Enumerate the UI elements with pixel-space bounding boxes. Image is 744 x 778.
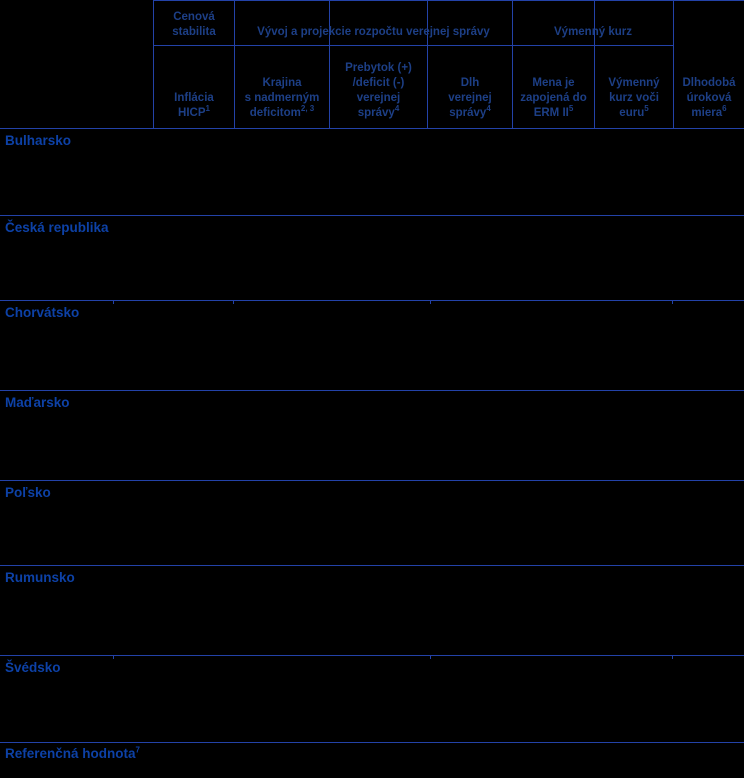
row-separator: [0, 215, 744, 216]
header-column-line: [512, 0, 513, 128]
row-label-bulgaria: Bulharsko: [5, 133, 72, 148]
group-header-price-stability: Cenová stabilita: [154, 0, 234, 45]
tick-mark: [113, 301, 114, 304]
footnote-ref: 7: [135, 745, 140, 755]
group-header-label: Výmenný kurz: [554, 26, 632, 38]
footnote-ref: 2, 3: [300, 104, 315, 114]
column-header-hicp-inflation: Inflácia HICP1: [154, 45, 234, 128]
column-header-erm2-membership: Mena je zapojená do ERM II5: [513, 45, 594, 128]
row-separator: [0, 655, 744, 656]
header-row-divider: [153, 45, 673, 46]
row-separator: [0, 390, 744, 391]
tick-mark: [113, 656, 114, 659]
column-header-label: Mena je zapojená do ERM II: [520, 77, 587, 119]
footnote-ref: 4: [486, 104, 491, 114]
row-label-poland: Poľsko: [5, 485, 51, 500]
row-label-hungary: Maďarsko: [5, 395, 70, 410]
column-header-government-debt: Dlh verejnej správy4: [428, 45, 512, 128]
column-header-exchange-rate-vs-euro: Výmenný kurz voči euru5: [595, 45, 673, 128]
row-label-reference-value: Referenčná hodnota7: [5, 745, 140, 761]
tick-mark: [430, 656, 431, 659]
header-column-line: [673, 0, 674, 128]
footnote-ref: 4: [394, 104, 400, 114]
row-label-sweden: Švédsko: [5, 660, 61, 675]
group-header-fiscal-developments: Vývoj a projekcie rozpočtu verejnej sprá…: [235, 0, 512, 45]
column-header-long-term-interest-rate: Dlhodobá úroková miera6: [674, 0, 744, 128]
column-header-surplus-deficit: Prebytok (+) /deficit (-) verejnej správ…: [330, 45, 427, 128]
row-label-croatia: Chorvátsko: [5, 305, 80, 320]
tick-mark: [233, 301, 234, 304]
column-header-label: Krajina s nadmerným deficitom: [244, 77, 320, 119]
column-header-excessive-deficit: Krajina s nadmerným deficitom2, 3: [235, 45, 329, 128]
column-header-label: Prebytok (+) /deficit (-) verejnej správ…: [345, 62, 412, 119]
row-label-romania: Rumunsko: [5, 570, 75, 585]
column-header-label: Dlhodobá úroková miera: [682, 77, 736, 119]
column-header-label: Dlh verejnej správy: [448, 77, 492, 119]
tick-mark: [672, 656, 673, 659]
row-separator: [0, 565, 744, 566]
tick-mark: [430, 301, 431, 304]
footnote-ref: 5: [568, 104, 574, 114]
column-header-label: Inflácia HICP: [174, 92, 214, 119]
column-header-label: Výmenný kurz voči euru: [608, 77, 660, 119]
header-column-line: [427, 0, 428, 128]
footnote-ref: 1: [205, 104, 210, 114]
row-separator: [0, 480, 744, 481]
header-bottom-border: [0, 128, 744, 129]
row-separator: [0, 742, 744, 743]
header-column-line: [329, 0, 330, 128]
footnote-ref: 6: [722, 104, 727, 114]
tick-mark: [672, 301, 673, 304]
group-header-label: Vývoj a projekcie rozpočtu verejnej sprá…: [257, 26, 490, 38]
header-top-border: [153, 0, 744, 1]
row-separator: [0, 300, 744, 301]
row-label-czech-republic: Česká republika: [5, 220, 109, 235]
header-column-line: [153, 0, 154, 128]
header-column-line: [234, 0, 235, 128]
group-header-exchange-rate: Výmenný kurz: [513, 0, 673, 45]
header-column-line: [594, 0, 595, 128]
group-header-label: Cenová stabilita: [172, 11, 216, 38]
footnote-ref: 5: [644, 104, 649, 114]
